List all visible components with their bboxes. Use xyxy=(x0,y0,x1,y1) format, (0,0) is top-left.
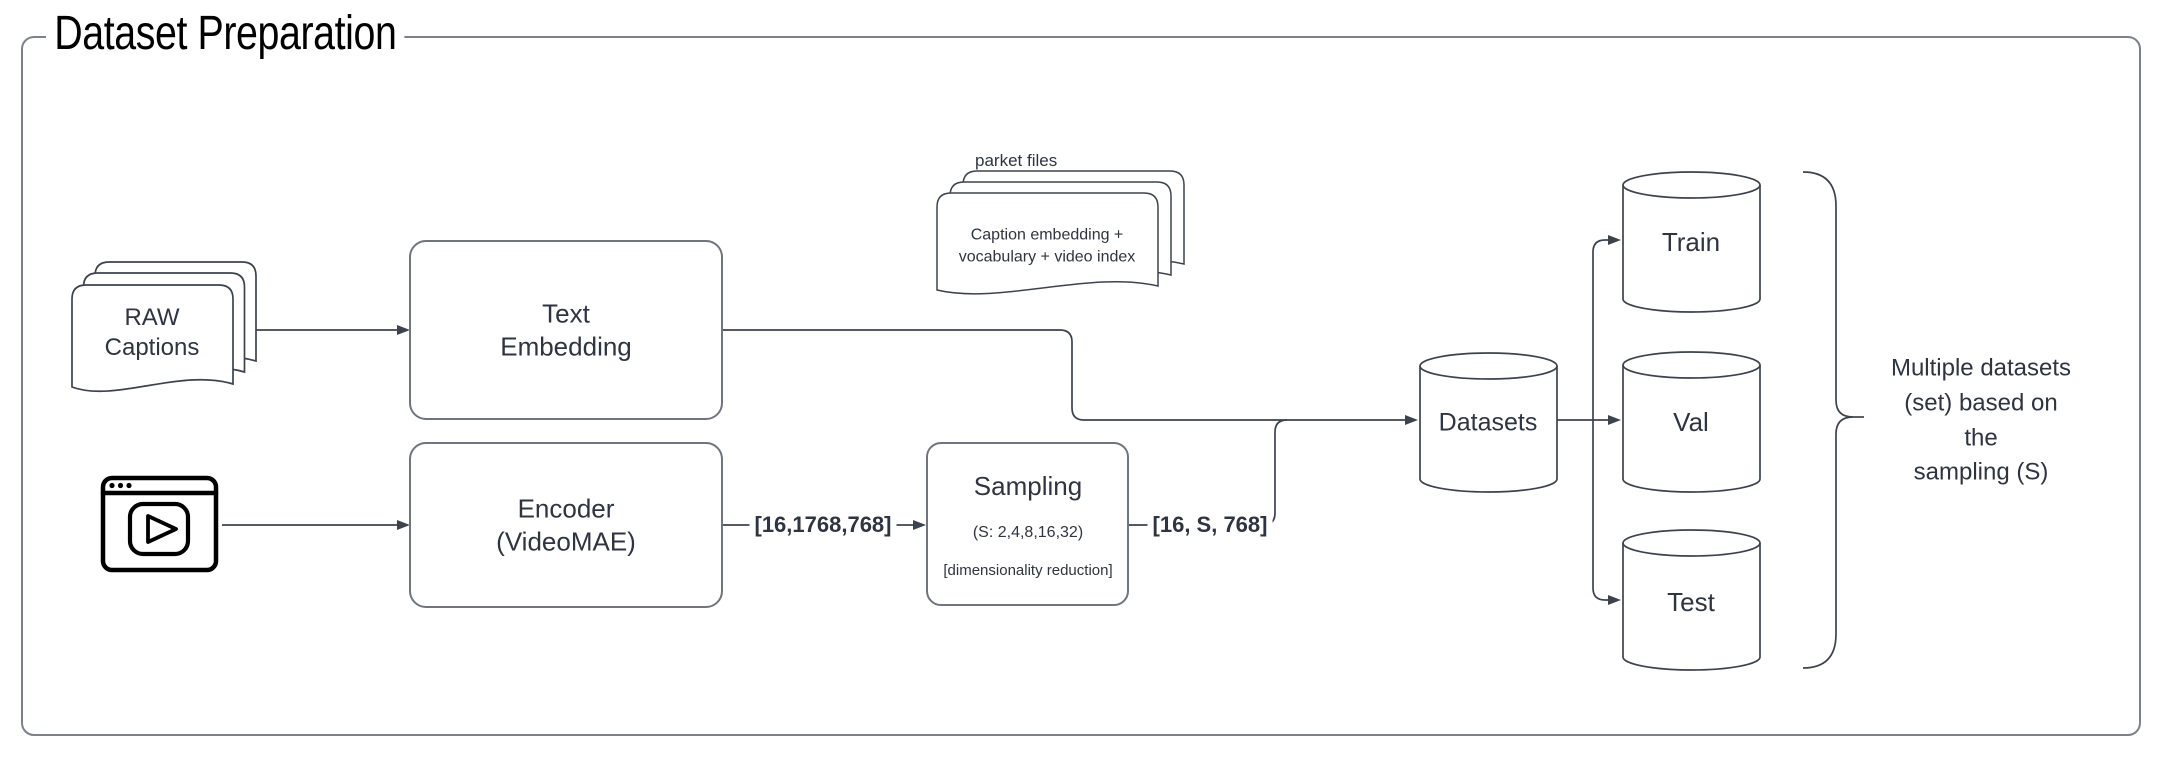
arrow-into-text-embedding xyxy=(397,325,410,335)
edge-sampling-to-datasets xyxy=(1128,419,1288,526)
edge-textembedding-to-datasets xyxy=(722,329,1406,421)
edge-label-encoder-output-shape: [16,1768,768] xyxy=(749,512,897,538)
arrow-into-test xyxy=(1608,595,1621,605)
page-title: Dataset Preparation xyxy=(46,8,405,60)
sampling-box xyxy=(926,442,1129,606)
arrow-into-encoder xyxy=(397,520,410,530)
test-database-icon xyxy=(1622,529,1761,671)
arrow-into-val xyxy=(1608,415,1621,425)
raw-captions-document-stack-icon xyxy=(71,261,257,393)
parquet-files-caption: parket files xyxy=(975,151,1058,170)
parquet-files-document-stack-icon xyxy=(936,170,1185,295)
encoder-box xyxy=(409,442,723,608)
train-database-icon xyxy=(1622,171,1761,313)
arrow-into-datasets xyxy=(1405,415,1418,425)
arrowheads xyxy=(397,235,1621,605)
edge-label-sampling-output-shape: [16, S, 768] xyxy=(1147,512,1273,538)
text-embedding-box xyxy=(409,240,723,420)
val-database-icon xyxy=(1622,351,1761,493)
arrow-into-sampling xyxy=(913,520,926,530)
group-frame-border xyxy=(21,36,2141,736)
datasets-database-icon xyxy=(1419,352,1558,493)
arrow-into-train xyxy=(1608,235,1621,245)
edge-datasets-branch xyxy=(1592,239,1611,601)
video-player-icon xyxy=(100,475,219,573)
curly-brace-bracket xyxy=(1802,171,1864,669)
